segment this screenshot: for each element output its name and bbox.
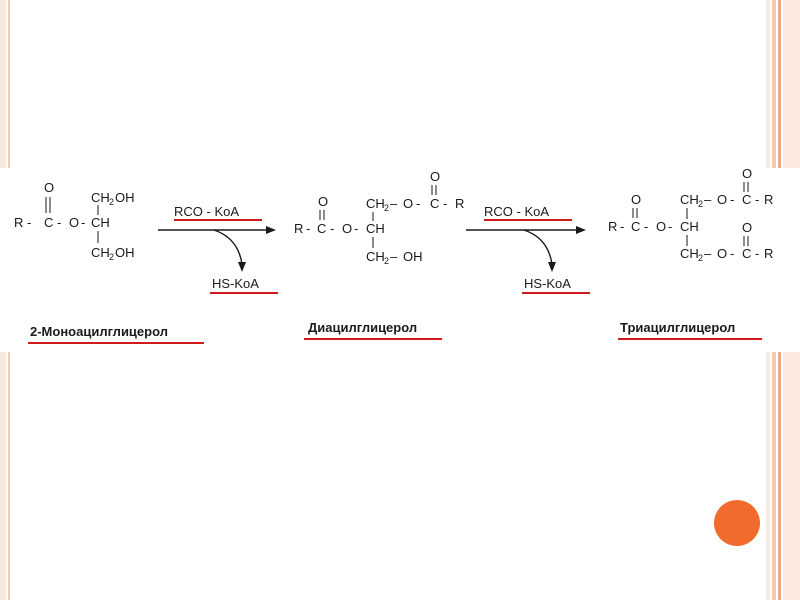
- hydroxyl-bottom: OH: [115, 245, 135, 260]
- label-triacylglycerol: Триацилглицерол: [620, 320, 735, 335]
- r-group: R: [14, 215, 23, 230]
- svg-text:C: C: [317, 221, 326, 236]
- svg-text:-: -: [416, 196, 420, 211]
- byproduct-arrowhead-1: [238, 262, 246, 272]
- svg-text:C: C: [742, 192, 751, 207]
- svg-text:CH: CH: [366, 249, 385, 264]
- svg-text:O: O: [717, 246, 727, 261]
- svg-text:–: –: [704, 246, 712, 261]
- reaction-step-1: RCO - KoA HS-KoA: [158, 204, 278, 294]
- svg-text:-: -: [730, 246, 734, 261]
- svg-text:O: O: [342, 221, 352, 236]
- svg-text:–: –: [704, 192, 712, 207]
- svg-text:O: O: [403, 196, 413, 211]
- acylation-reaction-scheme: O R - C - O - CH CH 2 OH CH 2 OH RCO - K…: [14, 166, 773, 344]
- svg-text:-: -: [755, 246, 759, 261]
- byproduct-arrowhead-2: [548, 262, 556, 272]
- accent-circle: [714, 500, 760, 546]
- svg-text:2: 2: [384, 203, 389, 213]
- svg-text:-: -: [330, 221, 334, 236]
- ch: CH: [91, 215, 110, 230]
- svg-text:-: -: [443, 196, 447, 211]
- svg-text:-: -: [57, 215, 61, 230]
- svg-text:CH: CH: [91, 190, 110, 205]
- svg-text:2: 2: [698, 199, 703, 209]
- reagent-label-2: RCO - KoA: [484, 204, 549, 219]
- label-diacylglycerol: Диацилглицерол: [308, 320, 417, 335]
- svg-text:CH: CH: [680, 219, 699, 234]
- svg-text:-: -: [27, 215, 31, 230]
- carbon: C: [44, 215, 53, 230]
- byproduct-arrow-2: [523, 229, 553, 265]
- svg-text:CH: CH: [91, 245, 110, 260]
- svg-text:R: R: [294, 221, 303, 236]
- byproduct-label-2: HS-KoA: [524, 276, 571, 291]
- svg-text:CH: CH: [680, 192, 699, 207]
- arrowhead-1: [266, 226, 276, 234]
- reagent-label-1: RCO - KoA: [174, 204, 239, 219]
- svg-text:R: R: [764, 192, 773, 207]
- svg-text:R: R: [455, 196, 464, 211]
- svg-text:CH: CH: [366, 196, 385, 211]
- svg-text:OH: OH: [403, 249, 423, 264]
- hydroxyl-top: OH: [115, 190, 135, 205]
- compound-diacylglycerol: O R - C - O - CH CH 2 – O - C - R O CH 2…: [294, 169, 464, 266]
- svg-text:-: -: [644, 219, 648, 234]
- svg-text:O: O: [717, 192, 727, 207]
- reaction-figure-band: [0, 168, 800, 352]
- svg-text:O: O: [742, 166, 752, 181]
- svg-text:CH: CH: [680, 246, 699, 261]
- ester-o: O: [69, 215, 79, 230]
- svg-text:–: –: [390, 249, 398, 264]
- svg-text:O: O: [430, 169, 440, 184]
- svg-text:C: C: [742, 246, 751, 261]
- byproduct-arrow-1: [213, 229, 243, 265]
- svg-text:CH: CH: [366, 221, 385, 236]
- compound-triacylglycerol: O R - C - O - CH CH 2 – O - C - R O CH 2…: [608, 166, 773, 263]
- svg-text:2: 2: [109, 252, 114, 262]
- svg-text:-: -: [354, 221, 358, 236]
- compound-monoacylglycerol: O R - C - O - CH CH 2 OH CH 2 OH: [14, 180, 135, 262]
- svg-text:2: 2: [109, 197, 114, 207]
- svg-text:O: O: [656, 219, 666, 234]
- label-monoacylglycerol: 2-Моноацилглицерол: [30, 324, 168, 339]
- reaction-step-2: RCO - KoA HS-KoA: [466, 204, 590, 294]
- svg-text:-: -: [730, 192, 734, 207]
- svg-text:C: C: [631, 219, 640, 234]
- svg-text:-: -: [668, 219, 672, 234]
- svg-text:R: R: [764, 246, 773, 261]
- svg-text:-: -: [81, 215, 85, 230]
- byproduct-label-1: HS-KoA: [212, 276, 259, 291]
- svg-text:2: 2: [698, 253, 703, 263]
- svg-text:–: –: [390, 196, 398, 211]
- svg-text:O: O: [318, 194, 328, 209]
- compound-labels: 2-Моноацилглицерол Диацилглицерол Триаци…: [28, 320, 762, 344]
- svg-text:R: R: [608, 219, 617, 234]
- arrowhead-2: [576, 226, 586, 234]
- svg-text:-: -: [620, 219, 624, 234]
- svg-text:O: O: [631, 192, 641, 207]
- carbonyl-o: O: [44, 180, 54, 195]
- svg-text:2: 2: [384, 256, 389, 266]
- svg-text:-: -: [306, 221, 310, 236]
- svg-text:C: C: [430, 196, 439, 211]
- svg-text:-: -: [755, 192, 759, 207]
- svg-text:O: O: [742, 220, 752, 235]
